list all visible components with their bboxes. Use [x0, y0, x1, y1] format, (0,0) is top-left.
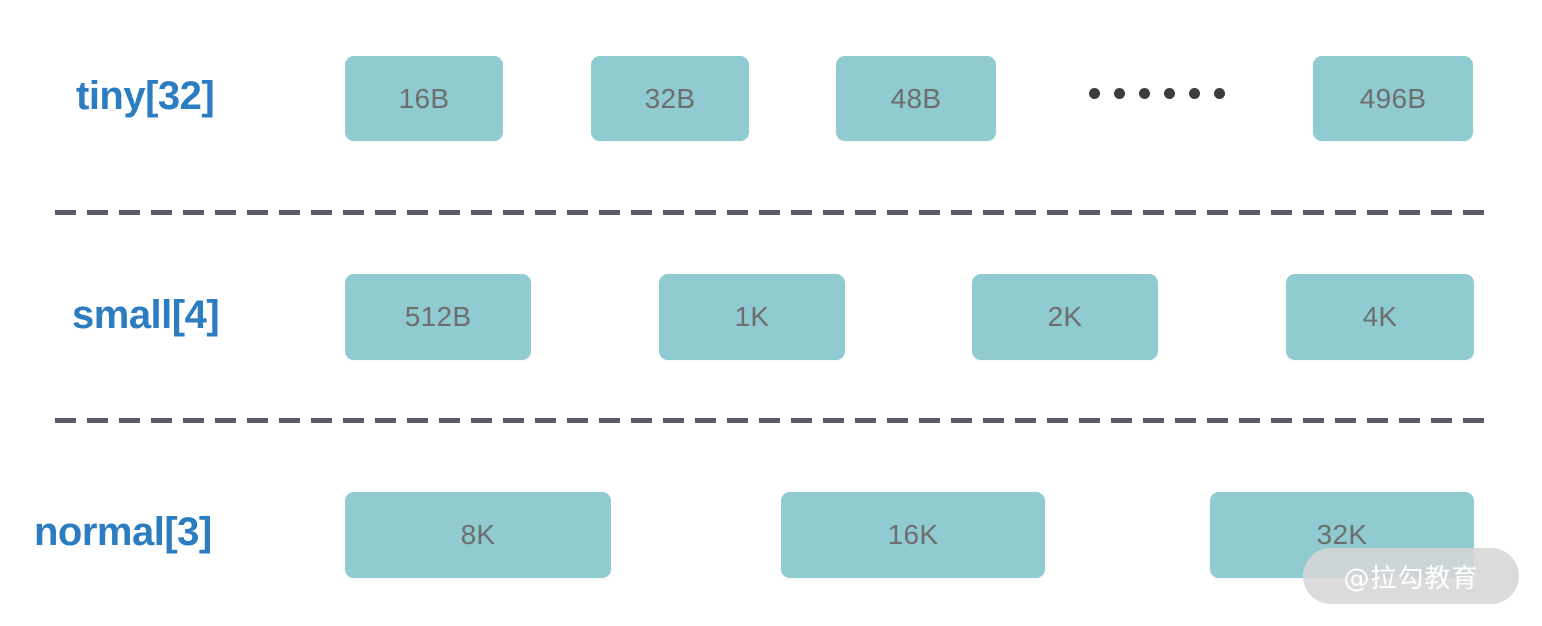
- dot-icon: [1089, 88, 1100, 99]
- ellipsis-dots-icon: [1089, 88, 1225, 99]
- memory-block-small-1[interactable]: 1K: [659, 274, 845, 360]
- memory-block-tiny-1[interactable]: 32B: [591, 56, 749, 141]
- row-label-normal: normal[3]: [34, 510, 212, 554]
- memory-block-label: 8K: [460, 519, 496, 550]
- memory-block-small-2[interactable]: 2K: [972, 274, 1158, 360]
- memory-block-label: 512B: [404, 301, 472, 332]
- divider-small-normal: [55, 418, 1491, 423]
- memory-block-label: 32B: [644, 82, 696, 114]
- memory-block-tiny-0[interactable]: 16B: [345, 56, 503, 141]
- memory-block-tiny-2[interactable]: 48B: [836, 56, 996, 141]
- memory-block-label: 32K: [1316, 519, 1368, 550]
- dot-icon: [1114, 88, 1125, 99]
- memory-block-normal-1[interactable]: 16K: [781, 492, 1045, 578]
- dot-icon: [1164, 88, 1175, 99]
- dot-icon: [1189, 88, 1200, 99]
- memory-block-label: 496B: [1359, 82, 1427, 114]
- memory-block-label: 4K: [1362, 301, 1398, 332]
- memory-block-small-0[interactable]: 512B: [345, 274, 531, 360]
- divider-tiny-small: [55, 210, 1491, 215]
- memory-block-label: 1K: [734, 301, 770, 332]
- dot-icon: [1214, 88, 1225, 99]
- memory-block-label: 16K: [887, 519, 939, 550]
- memory-block-label: 48B: [890, 82, 942, 114]
- row-label-tiny: tiny[32]: [76, 74, 215, 118]
- watermark-text: @拉勾教育: [1343, 563, 1479, 594]
- memory-block-label: 16B: [398, 82, 450, 114]
- watermark-badge: @拉勾教育: [1303, 548, 1519, 604]
- memory-block-tiny-last[interactable]: 496B: [1313, 56, 1473, 141]
- memory-block-small-3[interactable]: 4K: [1286, 274, 1474, 360]
- dot-icon: [1139, 88, 1150, 99]
- memory-block-normal-0[interactable]: 8K: [345, 492, 611, 578]
- row-label-small: small[4]: [72, 293, 220, 337]
- memory-block-label: 2K: [1047, 301, 1083, 332]
